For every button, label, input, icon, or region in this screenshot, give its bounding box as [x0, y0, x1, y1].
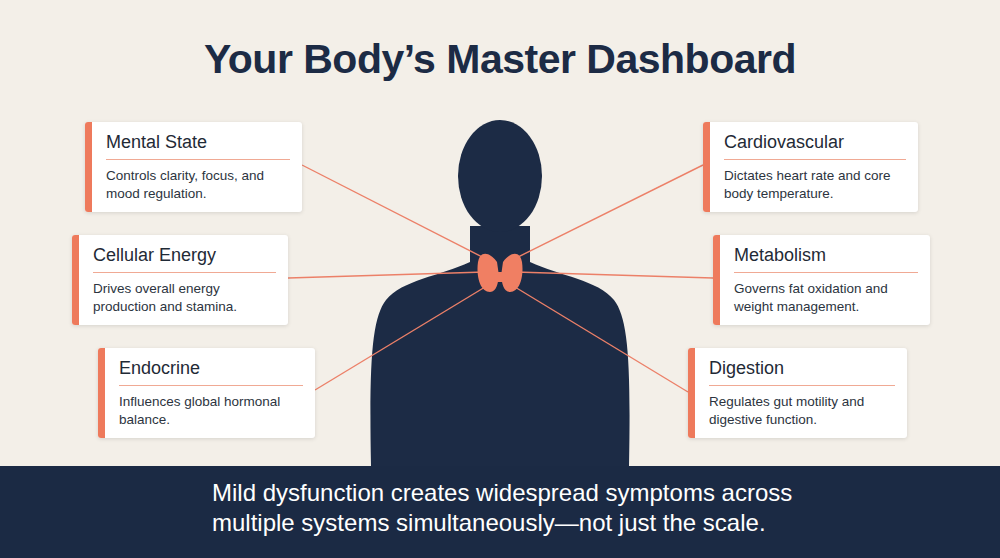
box-heading: Endocrine — [119, 358, 305, 379]
leader-line — [288, 272, 485, 278]
system-box: EndocrineInfluences global hormonal bala… — [98, 348, 315, 438]
system-box: Cellular EnergyDrives overall energy pro… — [72, 235, 288, 325]
leader-lines — [288, 165, 713, 392]
leader-line — [515, 272, 713, 278]
body-silhouette — [370, 226, 629, 466]
box-heading: Cellular Energy — [93, 245, 278, 266]
system-box: DigestionRegulates gut motility and dige… — [688, 348, 907, 438]
leader-line — [508, 165, 703, 262]
box-heading: Cardiovascular — [724, 132, 908, 153]
divider-rule — [724, 159, 906, 160]
divider-rule — [119, 385, 303, 386]
thyroid-isthmus — [494, 272, 506, 282]
system-box: CardiovascularDictates heart rate and co… — [703, 122, 918, 212]
divider-rule — [106, 159, 290, 160]
box-heading: Digestion — [709, 358, 897, 379]
box-description: Drives overall energy production and sta… — [93, 280, 280, 316]
divider-rule — [93, 272, 276, 273]
head-silhouette — [458, 120, 542, 232]
system-box: MetabolismGoverns fat oxidation and weig… — [713, 235, 930, 325]
leader-line — [302, 165, 492, 262]
box-description: Governs fat oxidation and weight managem… — [734, 280, 922, 316]
leader-line — [510, 284, 688, 392]
caption-text: Mild dysfunction creates widespread symp… — [212, 478, 812, 538]
accent-bar — [85, 122, 92, 212]
box-description: Regulates gut motility and digestive fun… — [709, 393, 899, 429]
box-description: Controls clarity, focus, and mood regula… — [106, 167, 294, 203]
accent-bar — [688, 348, 695, 438]
box-description: Dictates heart rate and core body temper… — [724, 167, 910, 203]
diagram-title: Your Body’s Master Dashboard — [0, 36, 1000, 83]
leader-line — [315, 284, 490, 390]
divider-rule — [734, 272, 918, 273]
caption-band — [0, 466, 1000, 558]
system-box: Mental StateControls clarity, focus, and… — [85, 122, 302, 212]
divider-rule — [709, 385, 895, 386]
accent-bar — [72, 235, 79, 325]
box-description: Influences global hormonal balance. — [119, 393, 307, 429]
thyroid-gland — [478, 254, 523, 292]
box-heading: Metabolism — [734, 245, 920, 266]
accent-bar — [703, 122, 710, 212]
accent-bar — [713, 235, 720, 325]
accent-bar — [98, 348, 105, 438]
box-heading: Mental State — [106, 132, 292, 153]
